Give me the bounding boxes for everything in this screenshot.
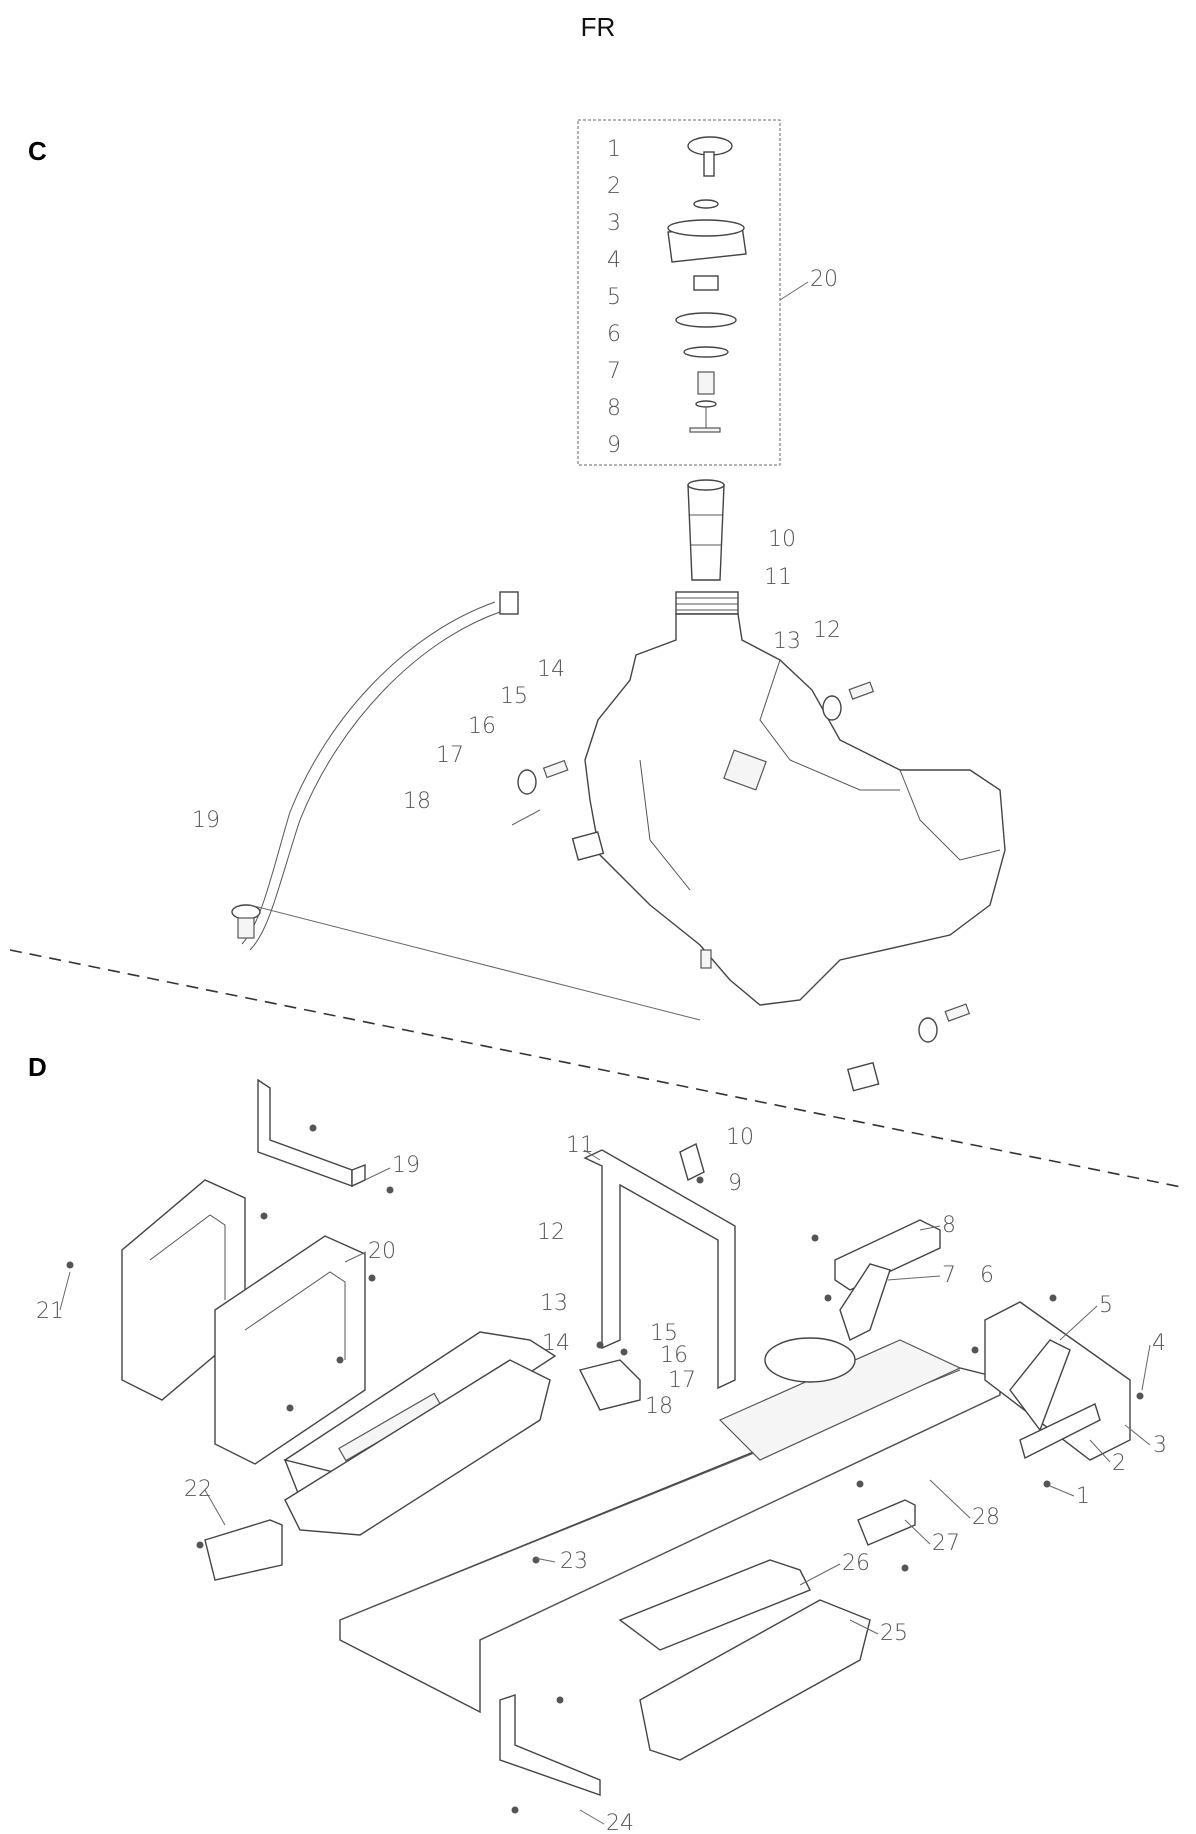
callout-c-13: 13 [773,629,801,654]
callout-d-24: 24 [606,1811,634,1834]
callout-d-22: 22 [184,1477,212,1502]
roll-bar-11 [583,1149,736,1390]
callout-c-5: 5 [607,285,621,310]
callout-d-5: 5 [1099,1293,1113,1318]
side-plate-20 [214,1235,366,1465]
callout-d-27: 27 [932,1531,960,1556]
bracket-5 [1009,1339,1071,1432]
callout-d-15: 15 [650,1321,678,1346]
callout-d-3: 3 [1153,1433,1167,1458]
pedal-bracket-17 [578,1359,641,1411]
callout-d-17: 17 [668,1368,696,1393]
section-label-c: C [28,136,47,166]
callout-c-8: 8 [607,396,621,421]
callout-d-2: 2 [1112,1451,1126,1476]
callout-c-17: 17 [436,743,464,768]
bracket-2 [1019,1403,1101,1460]
callout-c-6: 6 [607,322,621,347]
callout-c-1: 1 [607,137,621,162]
callout-c-11: 11 [764,565,792,590]
callout-d-7: 7 [942,1263,956,1288]
callout-c-4: 4 [607,248,621,273]
footboard-26 [618,1559,811,1651]
fuel-tank [584,613,1006,1006]
tank-neck [675,591,739,615]
callouts-section-d: 1 2 3 4 5 6 7 8 9 10 11 12 13 14 15 16 1… [36,1125,1167,1834]
callout-c-9: 9 [607,433,621,458]
cap-assembly-box [577,119,781,466]
callout-c-16: 16 [468,714,496,739]
lever-10 [679,1142,705,1182]
callout-d-4: 4 [1152,1331,1166,1356]
callout-d-9: 9 [728,1171,742,1196]
frame-fasteners [66,1124,1144,1814]
floor-pan-25 [639,1599,871,1761]
callout-d-23: 23 [560,1549,588,1574]
callout-d-20: 20 [368,1239,396,1264]
callout-c-14: 14 [537,657,565,682]
fuel-hose [231,591,519,951]
callout-d-12: 12 [537,1220,565,1245]
callout-c-20: 20 [810,267,838,292]
callout-d-1: 1 [1076,1484,1090,1509]
bracket-22 [204,1519,283,1581]
callout-d-28: 28 [972,1505,1000,1530]
bracket-7 [839,1263,891,1341]
section-d-drawing [66,1078,1144,1814]
callout-d-16: 16 [660,1343,688,1368]
callout-d-13: 13 [540,1291,568,1316]
step-bracket-24 [499,1694,601,1796]
callout-c-15: 15 [500,684,528,709]
callout-d-14: 14 [542,1331,570,1356]
callout-d-8: 8 [942,1213,956,1238]
callout-c-12: 12 [813,618,841,643]
bracket-27 [857,1499,916,1546]
callouts-section-c: 1 2 3 4 5 6 7 8 9 20 10 11 12 13 14 15 1… [192,137,841,833]
section-c-drawing [231,119,1006,1092]
bracket-19 [257,1078,353,1187]
fuel-strainer [687,479,725,581]
bracket-8 [834,1219,941,1291]
callout-d-11: 11 [566,1133,594,1158]
section-label-d: D [28,1052,47,1082]
callout-d-18: 18 [645,1394,673,1419]
callout-d-19: 19 [392,1153,420,1178]
callout-c-2: 2 [607,174,621,199]
callout-c-3: 3 [607,211,621,236]
tank-mount-hardware [517,681,971,1092]
callout-c-7: 7 [607,359,621,384]
leaders-section-d [59,1149,1151,1825]
floor-pan-14 [284,1359,551,1536]
fuel-cap-parts [667,136,747,433]
callout-d-6: 6 [980,1263,994,1288]
leader-c-20 [779,281,809,301]
callout-c-10: 10 [768,527,796,552]
callout-d-26: 26 [842,1551,870,1576]
callout-c-18: 18 [403,789,431,814]
callout-d-21: 21 [36,1299,64,1324]
page-header: FR [580,12,616,42]
callout-d-25: 25 [880,1621,908,1646]
callout-d-10: 10 [726,1125,754,1150]
callout-c-19: 19 [192,808,220,833]
